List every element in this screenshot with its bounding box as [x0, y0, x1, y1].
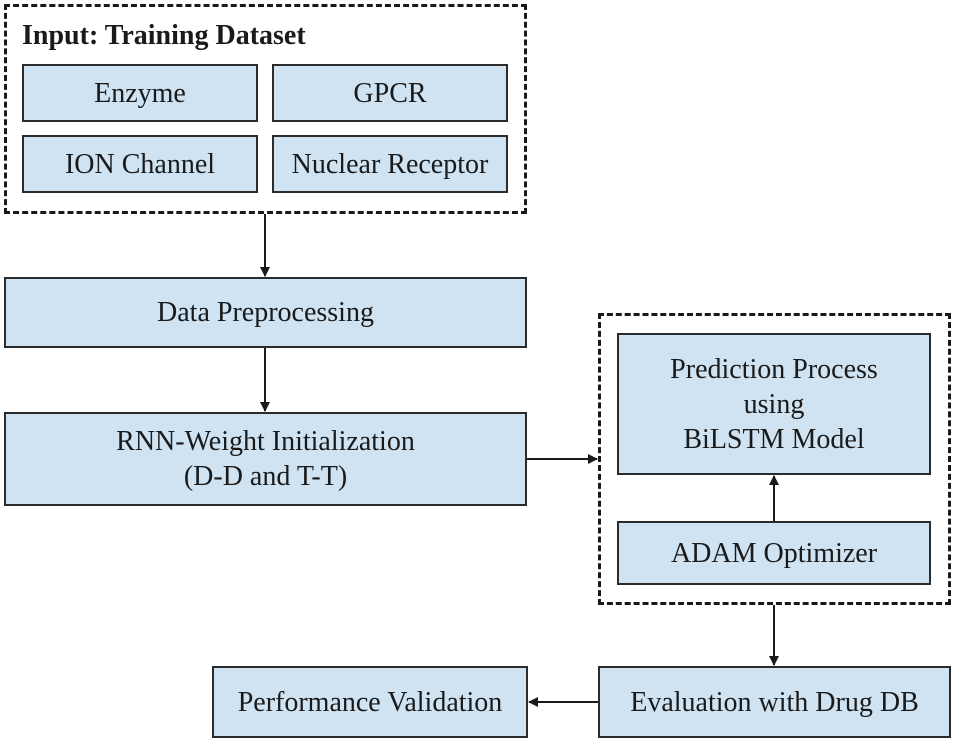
- data-preprocessing-box: Data Preprocessing: [4, 277, 527, 348]
- prediction-process-box: Prediction Process using BiLSTM Model: [617, 333, 931, 475]
- dataset-nuclear-receptor: Nuclear Receptor: [272, 135, 508, 193]
- dataset-enzyme: Enzyme: [22, 64, 258, 122]
- rnn-weight-init-line-1: RNN-Weight Initialization: [116, 426, 415, 457]
- prediction-group: [598, 313, 951, 605]
- adam-optimizer-box: ADAM Optimizer: [617, 521, 931, 585]
- prediction-line-3: BiLSTM Model: [683, 423, 865, 455]
- input-dataset-title: Input: Training Dataset: [22, 20, 306, 51]
- performance-validation-box: Performance Validation: [212, 666, 528, 738]
- input-dataset-group: [4, 4, 527, 214]
- prediction-line-2: using: [743, 388, 805, 420]
- dataset-gpcr: GPCR: [272, 64, 508, 122]
- dataset-ion-channel: ION Channel: [22, 135, 258, 193]
- prediction-line-1: Prediction Process: [670, 353, 878, 385]
- rnn-weight-init-line-2: (D-D and T-T): [183, 461, 348, 492]
- evaluation-box: Evaluation with Drug DB: [598, 666, 951, 738]
- rnn-weight-init-box: RNN-Weight Initialization (D-D and T-T): [4, 412, 527, 506]
